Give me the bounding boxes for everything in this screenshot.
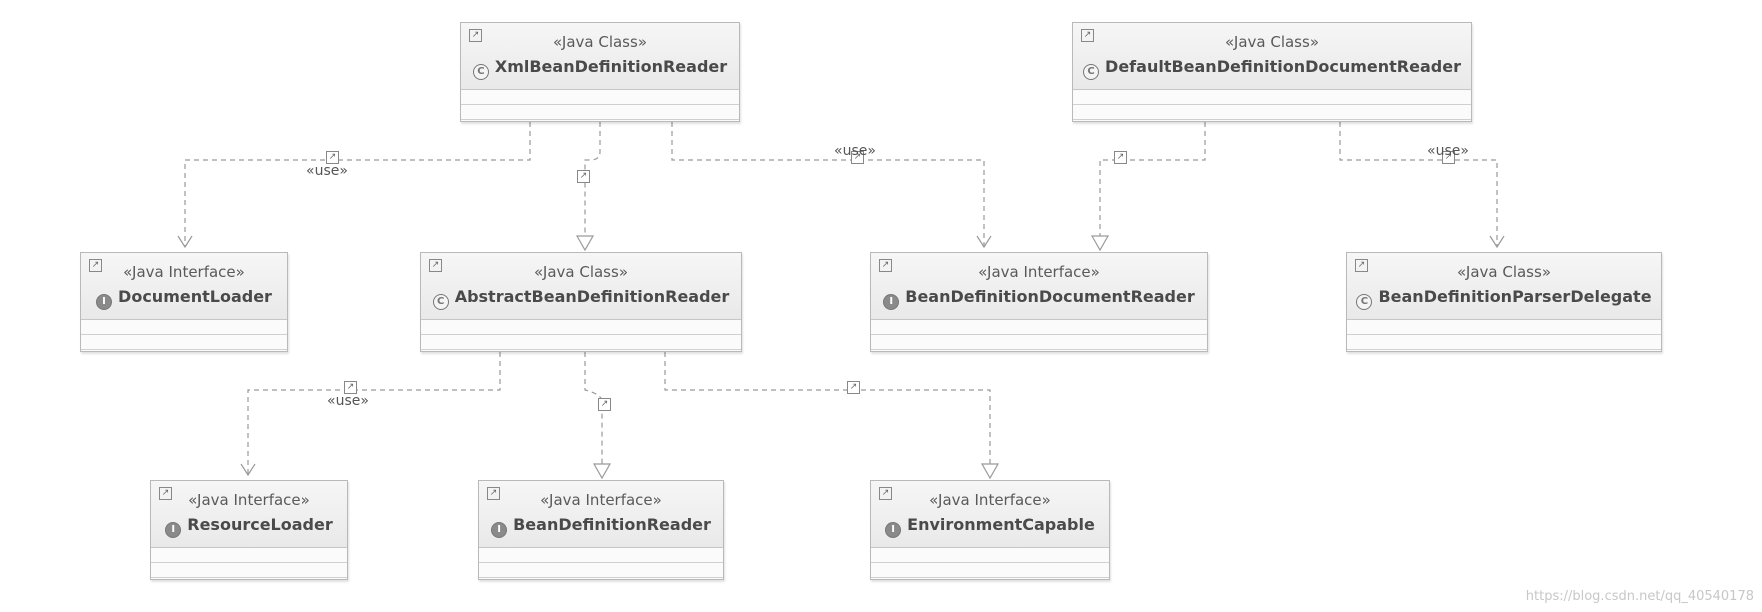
pin-icon: ↗	[577, 170, 590, 183]
pin-icon: ↗	[1442, 151, 1455, 164]
pin-icon: ↗	[879, 259, 892, 272]
pin-icon: ↗	[1081, 29, 1094, 42]
class-icon: C	[1083, 64, 1100, 80]
pin-icon: ↗	[879, 487, 892, 500]
interface-icon: I	[883, 294, 900, 310]
node-name: ResourceLoader	[187, 515, 333, 534]
pin-icon: ↗	[159, 487, 172, 500]
node-stereotype: «Java Interface»	[188, 491, 310, 509]
arrowhead-docreader-use	[976, 235, 992, 249]
triangle-beandefreader	[592, 463, 612, 480]
node-name: XmlBeanDefinitionReader	[494, 57, 728, 76]
watermark: https://blog.csdn.net/qq_40540178	[1525, 589, 1754, 604]
node-name: EnvironmentCapable	[907, 515, 1095, 534]
interface-icon: I	[165, 522, 182, 538]
pin-icon: ↗	[89, 259, 102, 272]
node-name: BeanDefinitionParserDelegate	[1378, 287, 1652, 306]
node-stereotype: «Java Class»	[1456, 263, 1551, 281]
node-stereotype: «Java Class»	[1224, 33, 1319, 51]
node-name: DefaultBeanDefinitionDocumentReader	[1105, 57, 1461, 76]
node-abstract-bean-definition-reader[interactable]: ↗ «Java Class» C AbstractBeanDefinitionRe…	[420, 252, 742, 352]
node-stereotype: «Java Interface»	[978, 263, 1100, 281]
node-stereotype: «Java Class»	[533, 263, 628, 281]
edge-abstract-beandefreader	[584, 352, 603, 474]
pin-icon: ↗	[1355, 259, 1368, 272]
pin-icon: ↗	[326, 151, 339, 164]
pin-icon: ↗	[1114, 151, 1127, 164]
node-bean-definition-reader[interactable]: ↗ «Java Interface» I BeanDefinitionReader	[478, 480, 724, 580]
node-environment-capable[interactable]: ↗ «Java Interface» I EnvironmentCapable	[870, 480, 1110, 580]
arrowhead-resourceloader	[240, 463, 256, 477]
edge-xml-abstract	[584, 122, 601, 246]
pin-icon: ↗	[847, 381, 860, 394]
node-bean-definition-parser-delegate[interactable]: ↗ «Java Class» C BeanDefinitionParserDele…	[1346, 252, 1662, 352]
node-stereotype: «Java Interface»	[540, 491, 662, 509]
node-stereotype: «Java Class»	[552, 33, 647, 51]
edge-xml-docreader	[671, 122, 985, 246]
pin-icon: ↗	[469, 29, 482, 42]
edge-abstract-resourceloader	[247, 352, 501, 474]
edge-default-delegate	[1339, 122, 1498, 246]
class-icon: C	[432, 294, 449, 310]
triangle-docreader-default	[1090, 235, 1110, 252]
node-bean-definition-document-reader[interactable]: ↗ «Java Interface» I BeanDefinitionDocume…	[870, 252, 1208, 352]
use-label: «use»	[834, 143, 876, 159]
node-stereotype: «Java Interface»	[123, 263, 245, 281]
interface-icon: I	[491, 522, 508, 538]
interface-icon: I	[96, 294, 113, 310]
edge-default-docreader	[1099, 122, 1206, 246]
use-label: «use»	[327, 393, 369, 409]
interface-icon: I	[885, 522, 902, 538]
pin-icon: ↗	[598, 398, 611, 411]
arrowhead-delegate	[1489, 235, 1505, 249]
pin-icon: ↗	[344, 381, 357, 394]
pin-icon: ↗	[429, 259, 442, 272]
triangle-abstract	[575, 235, 595, 252]
edge-abstract-env	[664, 352, 991, 474]
node-stereotype: «Java Interface»	[929, 491, 1051, 509]
class-icon: C	[472, 64, 489, 80]
edge-xml-documentloader	[184, 122, 531, 246]
node-name: BeanDefinitionReader	[513, 515, 711, 534]
triangle-env	[980, 463, 1000, 480]
node-resource-loader[interactable]: ↗ «Java Interface» I ResourceLoader	[150, 480, 348, 580]
use-label: «use»	[306, 163, 348, 179]
node-name: DocumentLoader	[118, 287, 272, 306]
node-document-loader[interactable]: ↗ «Java Interface» I DocumentLoader	[80, 252, 288, 352]
class-icon: C	[1356, 294, 1373, 310]
arrowhead-documentloader	[177, 235, 193, 249]
use-label: «use»	[1427, 143, 1469, 159]
node-name: BeanDefinitionDocumentReader	[905, 287, 1195, 306]
node-xml-bean-definition-reader[interactable]: ↗ «Java Class» C XmlBeanDefinitionReader	[460, 22, 740, 122]
node-name: AbstractBeanDefinitionReader	[454, 287, 730, 306]
node-default-bean-definition-document-reader[interactable]: ↗ «Java Class» C DefaultBeanDefinitionDoc…	[1072, 22, 1472, 122]
pin-icon: ↗	[487, 487, 500, 500]
pin-icon: ↗	[851, 151, 864, 164]
